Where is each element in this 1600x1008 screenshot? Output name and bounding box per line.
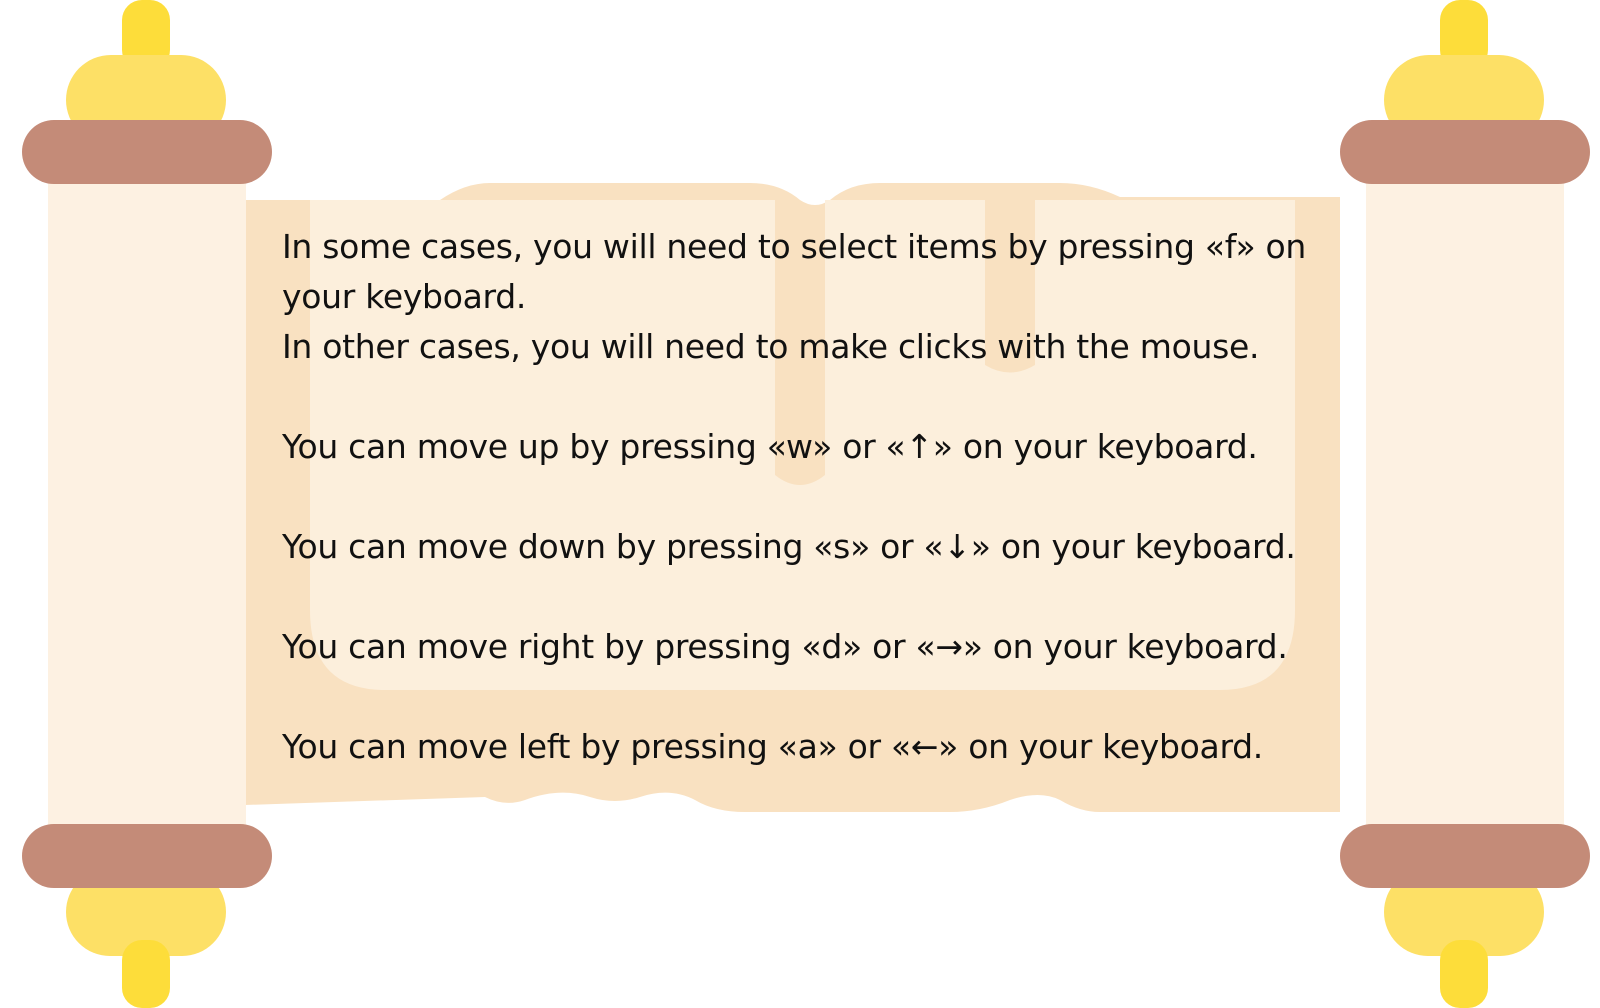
spacer	[282, 672, 1362, 722]
right-roller	[1340, 0, 1590, 1008]
move-right-instruction: You can move right by pressing «d» or «→…	[282, 627, 1288, 666]
select-instruction-line-1: In some cases, you will need to select i…	[282, 227, 1307, 266]
parchment-inner	[310, 200, 1295, 690]
select-instruction-line-2: your keyboard.	[282, 277, 527, 316]
spacer	[282, 572, 1362, 622]
spacer	[282, 472, 1362, 522]
left-roller	[22, 0, 272, 1008]
click-instruction: In other cases, you will need to make cl…	[282, 327, 1260, 366]
move-left-instruction: You can move left by pressing «a» or «←»…	[282, 727, 1263, 766]
move-up-instruction: You can move up by pressing «w» or «↑» o…	[282, 427, 1258, 466]
spacer	[282, 372, 1362, 422]
move-down-instruction: You can move down by pressing «s» or «↓»…	[282, 527, 1296, 566]
instructions-text: In some cases, you will need to select i…	[282, 222, 1362, 772]
